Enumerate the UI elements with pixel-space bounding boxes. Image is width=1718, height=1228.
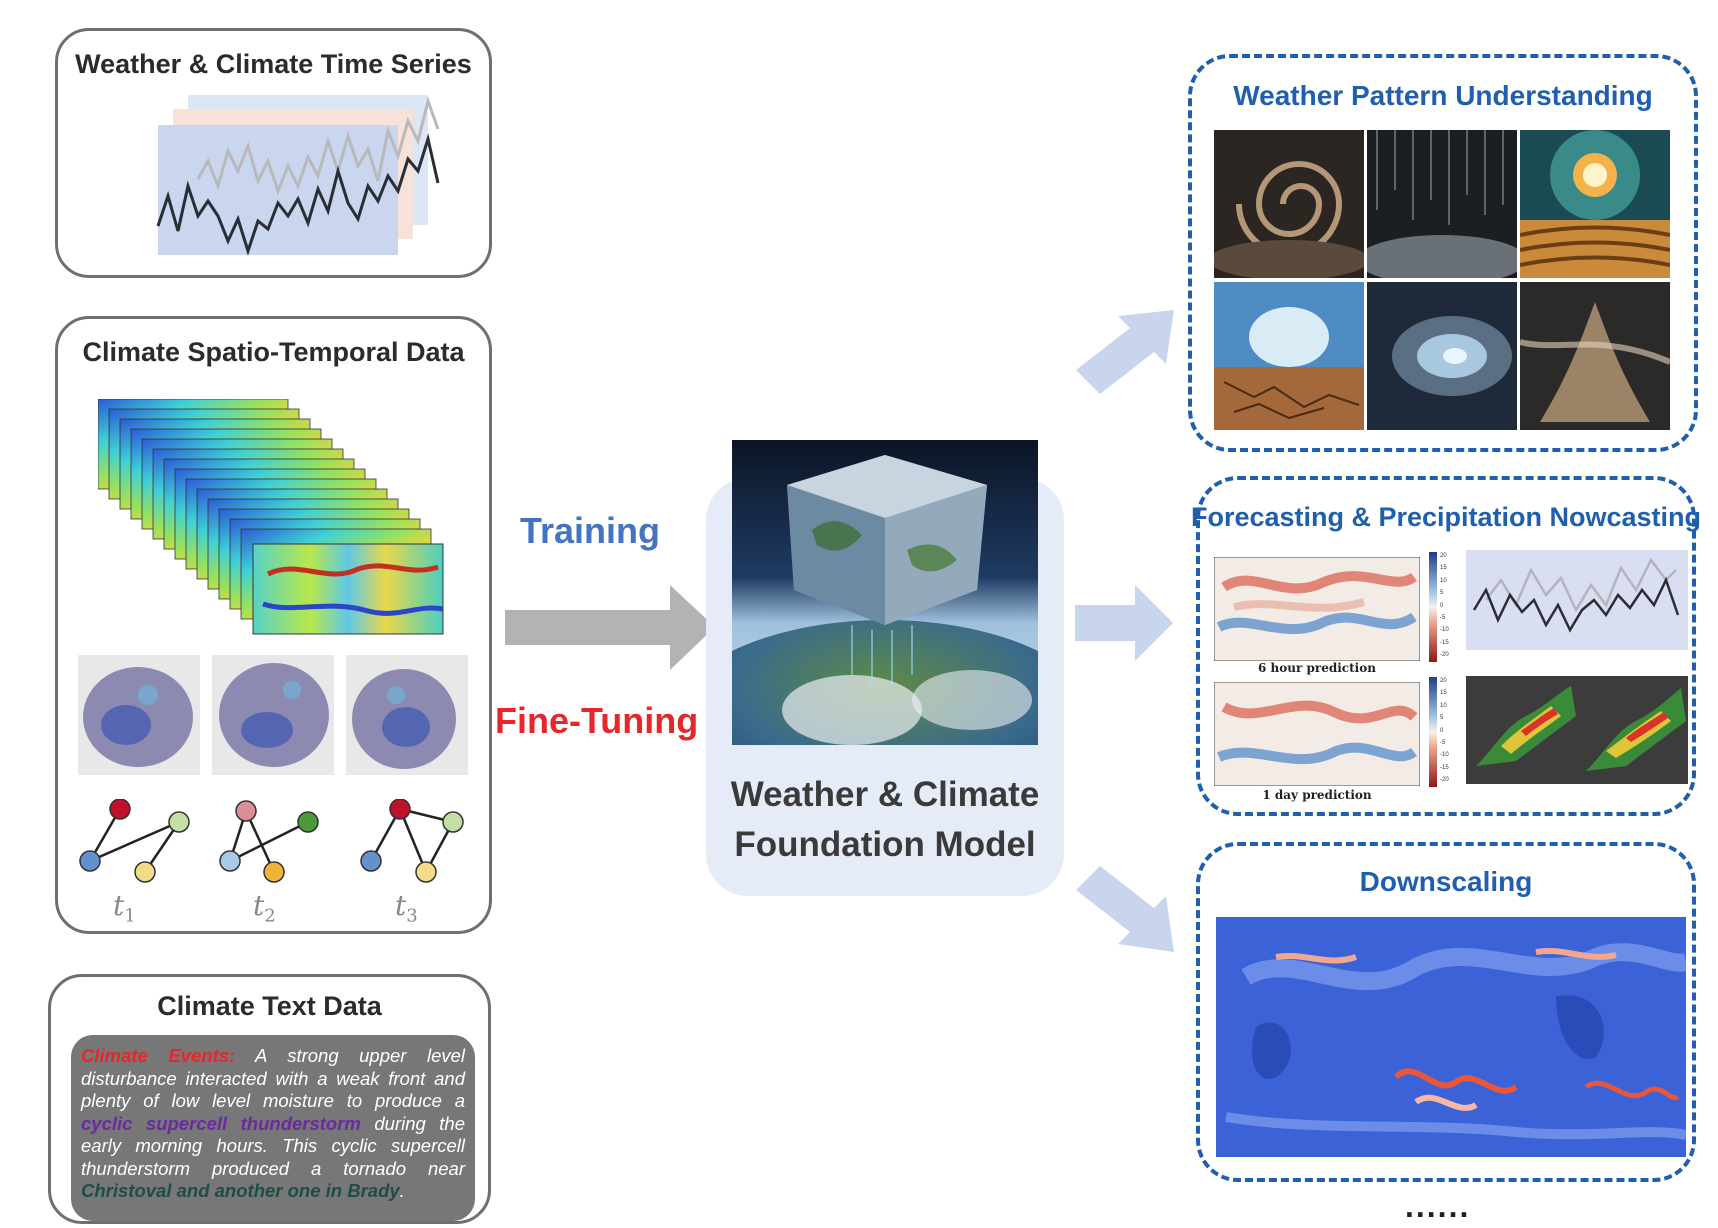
rain-image xyxy=(1367,130,1517,278)
downscaling-card: Downscaling xyxy=(1196,842,1696,1182)
precip-nowcast-2 xyxy=(1576,676,1688,784)
caption-1-day: 1 day prediction xyxy=(1262,788,1372,802)
text-part-3: . xyxy=(399,1180,405,1201)
time-label-t1: t1 xyxy=(113,889,136,927)
model-title-line-1: Weather & Climate xyxy=(730,775,1040,814)
spatio-temporal-title: Climate Spatio-Temporal Data xyxy=(82,337,465,367)
climate-text-box: Climate Events: A strong upper level dis… xyxy=(71,1035,475,1221)
arrow-to-forecast xyxy=(1075,585,1173,661)
series-gray-line xyxy=(196,95,440,196)
climate-events-label: Climate Events: xyxy=(81,1045,236,1066)
radar-map-3 xyxy=(346,655,468,775)
earth-cube-image xyxy=(732,440,1038,745)
sun-desert-image xyxy=(1520,130,1670,278)
forecasting-title: Forecasting & Precipitation Nowcasting xyxy=(1190,502,1702,532)
forecast-time-series xyxy=(1466,550,1688,650)
text-part-2: during the early morning hours. This cyc… xyxy=(81,1112,465,1179)
swirl-image xyxy=(1214,130,1364,278)
text-highlight-1: cyclic supercell thunderstorm xyxy=(81,1112,361,1134)
time-series-illustration xyxy=(156,95,440,256)
time-series-card: Weather & Climate Time Series xyxy=(55,28,492,278)
vortex-image xyxy=(1367,282,1517,430)
radar-map-2 xyxy=(212,655,334,775)
arrow-to-pattern xyxy=(1076,310,1174,394)
caption-6-hour: 6 hour prediction xyxy=(1258,661,1376,675)
forecast-map-6h xyxy=(1214,557,1420,661)
text-highlight-2: Christoval and another one in Brady xyxy=(81,1180,400,1201)
forecast-map-1d xyxy=(1214,682,1420,786)
pattern-image-grid xyxy=(1214,130,1670,430)
time-label-t2: t2 xyxy=(253,889,276,927)
model-title-line-2: Foundation Model xyxy=(734,825,1036,864)
climate-text-title: Climate Text Data xyxy=(157,991,382,1021)
wind-storm-image xyxy=(1520,282,1670,430)
series-dark-line xyxy=(156,133,440,256)
pattern-understanding-title: Weather Pattern Understanding xyxy=(1233,80,1653,111)
arrow-to-downscaling xyxy=(1076,866,1174,952)
training-arrow xyxy=(505,585,715,670)
ellipsis: ...... xyxy=(1405,1188,1471,1224)
precip-nowcast-1 xyxy=(1466,676,1578,784)
temporal-graphs xyxy=(79,799,464,883)
finetuning-label: Fine-Tuning xyxy=(495,700,699,741)
spatio-temporal-card: Climate Spatio-Temporal Data xyxy=(55,316,492,934)
model-title: Weather & Climate Foundation Model xyxy=(706,770,1064,870)
time-label-t3: t3 xyxy=(395,889,418,927)
forecasting-card: Forecasting & Precipitation Nowcasting xyxy=(1191,476,1701,816)
training-label: Training xyxy=(520,510,661,551)
climate-text-card: Climate Text Data Climate Events: A stro… xyxy=(48,974,491,1224)
colorbar-1d xyxy=(1429,677,1437,787)
pattern-understanding-card: Weather Pattern Understanding xyxy=(1188,54,1698,452)
text-part-1: A strong upper level disturbance interac… xyxy=(81,1045,466,1111)
time-series-title: Weather & Climate Time Series xyxy=(75,49,472,79)
colorbar-6h xyxy=(1429,552,1437,662)
cracked-earth-image xyxy=(1214,282,1364,430)
heatmap-stack xyxy=(98,399,444,635)
downscaling-title: Downscaling xyxy=(1359,866,1533,897)
downscaling-map xyxy=(1216,917,1686,1157)
radar-map-1 xyxy=(78,655,200,775)
